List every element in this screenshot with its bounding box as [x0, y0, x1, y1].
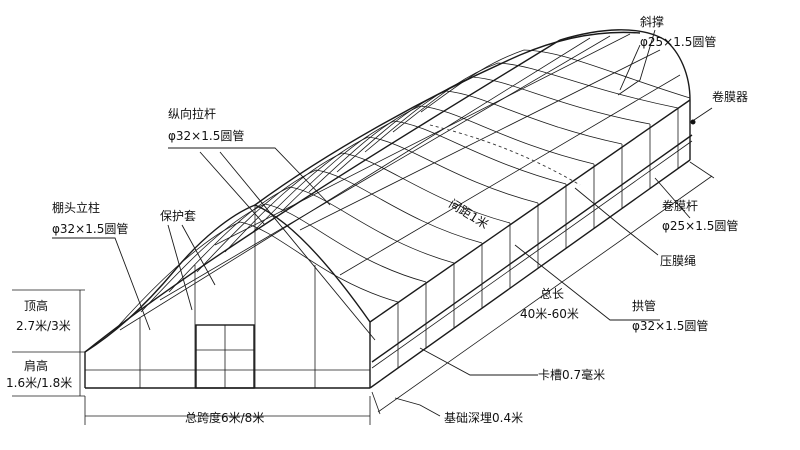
- label-gable-post-spec: φ32×1.5圆管: [52, 221, 128, 236]
- label-top-height-value: 2.7米/3米: [16, 319, 71, 333]
- film-press-rope-dash: [429, 124, 581, 186]
- arch-ribs: [112, 49, 691, 333]
- ridge-line: [254, 31, 641, 206]
- right-ground-line: [369, 159, 691, 389]
- front-gable-posts: [85, 205, 370, 388]
- leader-lines: [52, 29, 713, 417]
- label-longitudinal-rod: 纵向拉杆: [168, 106, 216, 121]
- label-film-press-rope: 压膜绳: [660, 254, 696, 268]
- label-gable-post: 棚头立柱: [52, 200, 100, 215]
- side-posts: [397, 108, 679, 368]
- label-arch-pipe-spec: φ32×1.5圆管: [632, 318, 708, 333]
- film-roller-icon: [690, 119, 696, 125]
- label-total-length: 总长: [540, 287, 564, 301]
- annotation-labels: 斜撑 φ25×1.5圆管 卷膜器 纵向拉杆 φ32×1.5圆管 棚头立柱 φ32…: [6, 14, 748, 425]
- label-top-height: 顶高: [24, 298, 48, 313]
- label-spacing: 间距1米: [446, 197, 490, 232]
- label-arch-pipe: 拱管: [632, 298, 656, 313]
- label-longitudinal-rod-spec: φ32×1.5圆管: [168, 128, 244, 143]
- right-eave-line: [369, 99, 691, 323]
- label-foundation-depth: 基础深埋0.4米: [444, 411, 523, 425]
- label-shoulder-height-value: 1.6米/1.8米: [6, 376, 72, 390]
- label-film-roller: 卷膜器: [712, 89, 748, 104]
- label-diagonal-brace-spec: φ25×1.5圆管: [640, 34, 716, 49]
- dimension-lines: [12, 161, 715, 425]
- label-diagonal-brace: 斜撑: [640, 14, 664, 29]
- label-card-slot: 卡槽0.7毫米: [538, 367, 605, 382]
- back-gable-arch: [559, 29, 691, 160]
- label-film-roll-rod-spec: φ25×1.5圆管: [662, 218, 738, 233]
- label-film-roll-rod: 卷膜杆: [662, 198, 698, 213]
- left-eave-line: [84, 39, 561, 353]
- label-protective-sleeve: 保护套: [160, 209, 196, 223]
- longitudinal-rods: [119, 33, 681, 331]
- label-total-length-value: 40米-60米: [520, 307, 579, 321]
- label-total-span: 总跨度6米/8米: [185, 410, 264, 425]
- film-roll-rod-line: [371, 134, 693, 363]
- card-slot-line: [371, 140, 693, 369]
- greenhouse-frame: [84, 29, 696, 389]
- label-shoulder-height: 肩高: [24, 358, 48, 373]
